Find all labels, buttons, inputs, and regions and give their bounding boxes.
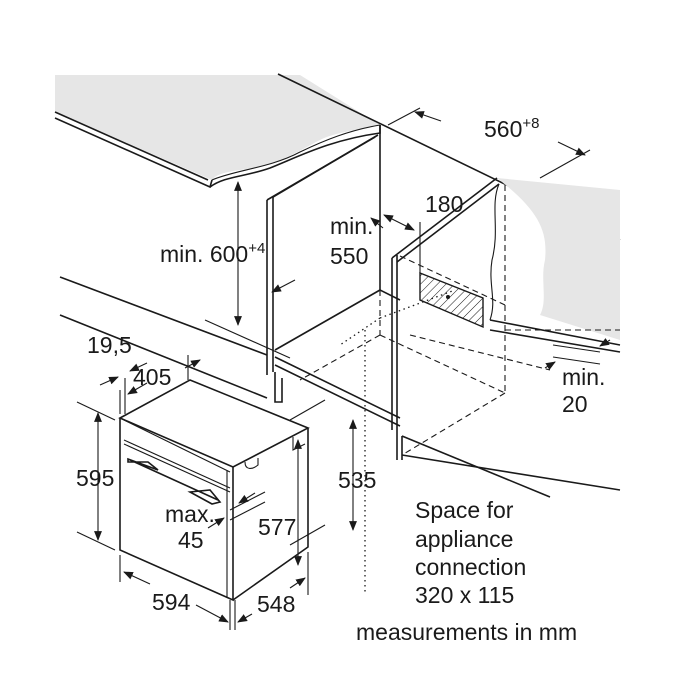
connection-note-line-2: appliance — [415, 526, 513, 552]
top-depth-label: 405 — [133, 364, 171, 390]
connection-note-line-4: 320 x 115 — [415, 582, 514, 608]
dimension-lines — [76, 107, 611, 630]
door-gap-label-1: max. — [165, 501, 215, 527]
niche-hidden-lines — [299, 185, 620, 595]
cabinet-depth-label-2: 550 — [330, 243, 368, 269]
oven — [118, 379, 310, 602]
connection-point — [446, 295, 450, 299]
connection-note-line-3: connection — [415, 554, 526, 580]
rear-gap-label-2: 20 — [562, 391, 588, 417]
front-panel-label: 19,5 — [87, 332, 132, 358]
cabinet-height-label: min. 600+4 — [160, 240, 265, 267]
side-height-label: 535 — [338, 467, 376, 493]
right-cabinet — [391, 177, 621, 498]
connection-space-hatch — [419, 271, 484, 329]
units-note: measurements in mm — [356, 619, 577, 645]
left-cabinet — [59, 125, 401, 427]
connection-offset-label: 180 — [425, 191, 463, 217]
oven-height-label: 595 — [76, 465, 114, 491]
door-gap-label-2: 45 — [178, 527, 204, 553]
connection-note-line-1: Space for — [415, 497, 514, 523]
cabinet-depth-label-1: min. — [330, 213, 373, 239]
oven-depth-label: 548 — [257, 591, 295, 617]
rear-gap-label-1: min. — [562, 364, 605, 390]
oven-width-label: 594 — [152, 589, 191, 615]
niche-width-label: 560+8 — [484, 115, 539, 142]
inner-height-label: 577 — [258, 514, 296, 540]
